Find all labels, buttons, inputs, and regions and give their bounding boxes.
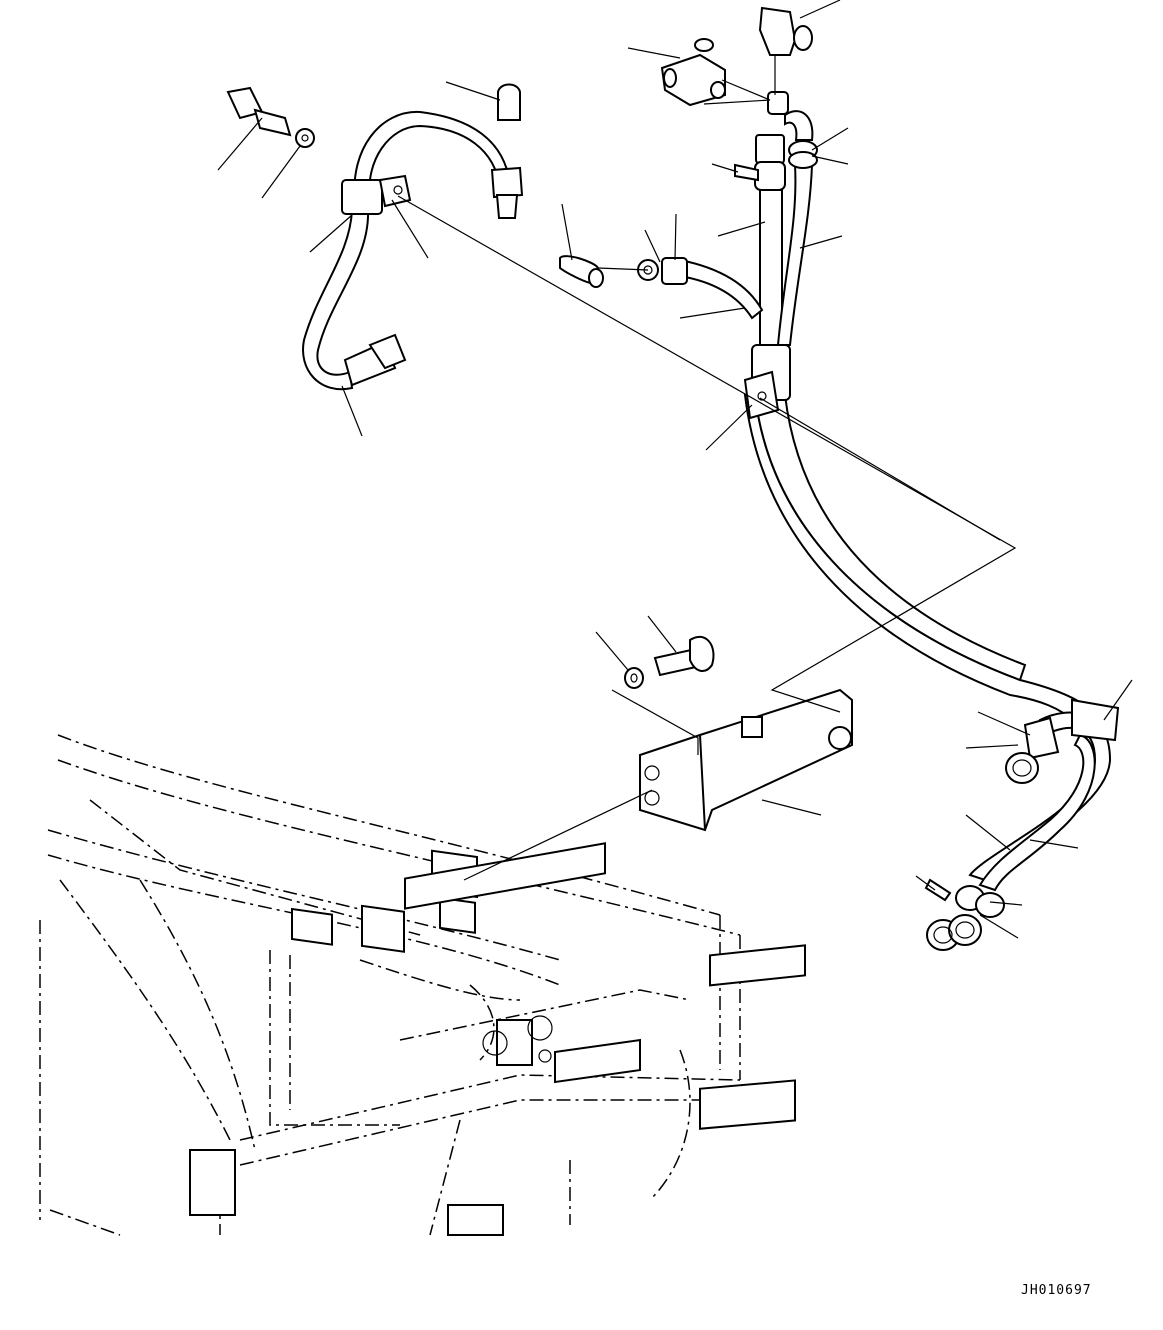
frame-outline (39, 734, 741, 1236)
top-fittings (660, 6, 813, 107)
drawing-code-label: JH010697 (1021, 1283, 1092, 1298)
right-hose-bundle (734, 91, 1120, 951)
mounting-blocks (189, 842, 806, 1236)
left-hose (302, 110, 512, 391)
bracket-bolt (624, 635, 715, 689)
left-fittings (226, 83, 524, 219)
middle-short-hose (559, 255, 764, 320)
leader-lines (217, 0, 1133, 939)
hose-bracket (639, 688, 853, 832)
